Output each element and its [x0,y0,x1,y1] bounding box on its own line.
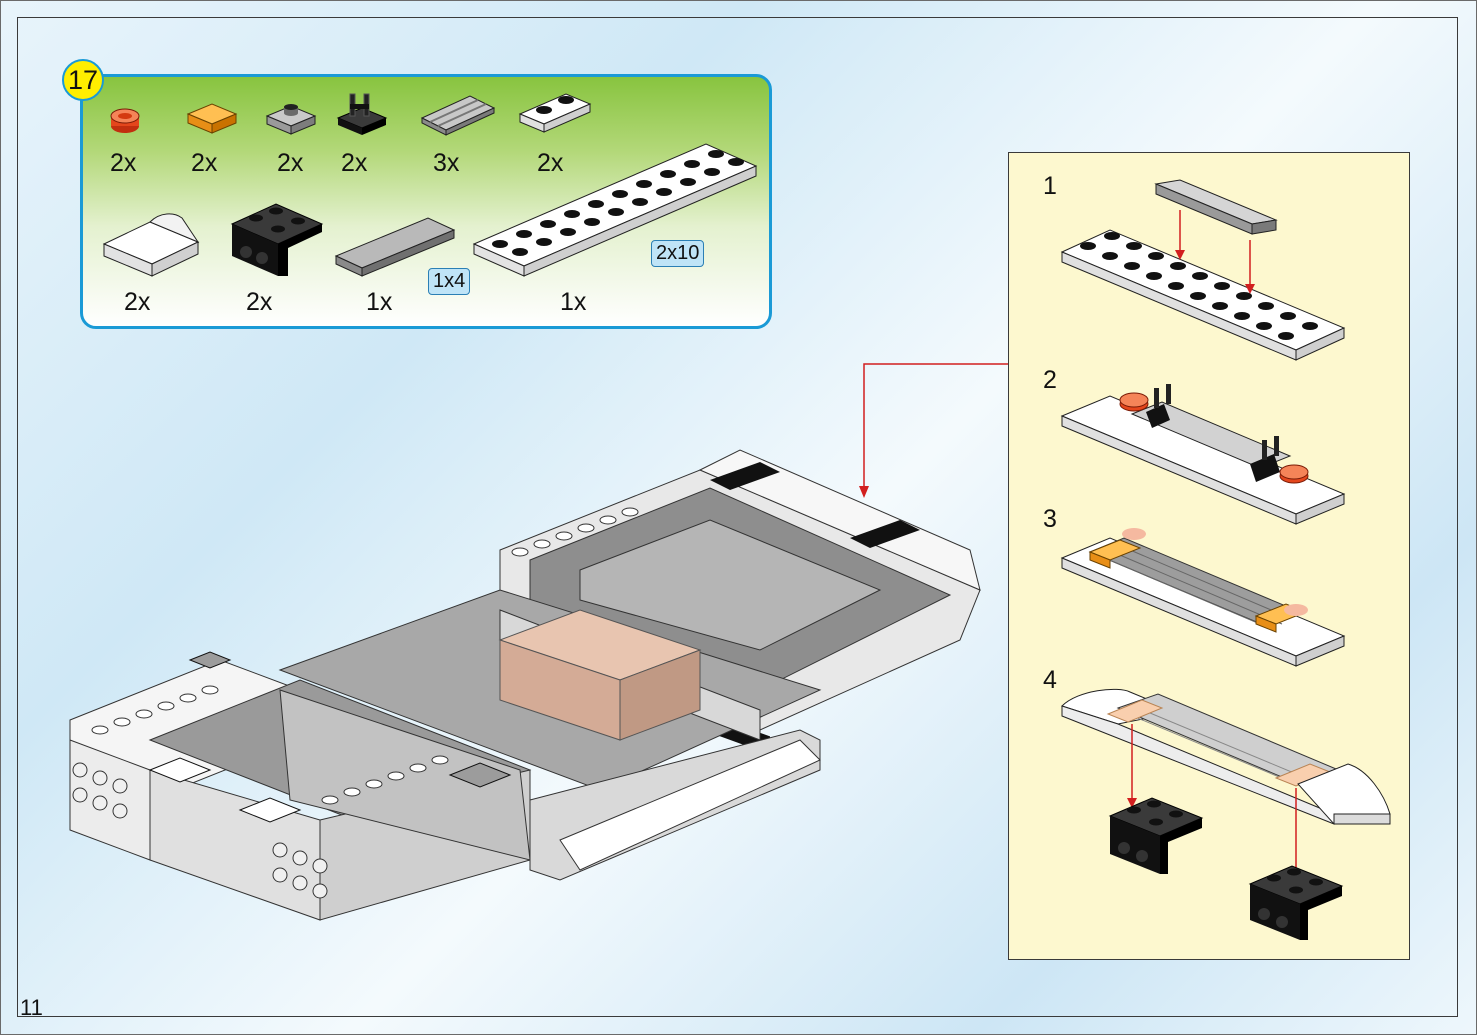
substep-2-illustration [1060,384,1346,525]
car-chassis-model [69,449,981,921]
bracket-black-icon [230,203,324,276]
page-number: 11 [20,995,43,1020]
qty-grille-tile: 3x [433,149,460,177]
size-label-1x4: 1x4 [428,268,471,295]
qty-round-tile: 2x [110,149,137,177]
tile-trans-orange-icon [186,103,238,134]
curved-slope-white-icon [102,213,200,277]
tile-1x4-gray-icon [334,217,456,277]
substep-3-number: 3 [1043,505,1057,533]
plate-1x2-white-icon [518,93,592,133]
substep-1-illustration [1060,179,1346,361]
page-frame [17,17,1458,1017]
qty-plate-1x2: 2x [537,149,564,177]
plate-2x10-white-icon [472,143,758,277]
substep-3-illustration [1060,528,1346,667]
size-label-2x10: 2x10 [651,240,705,267]
substep-4-illustration [1061,688,1391,940]
jumper-plate-gray-icon [265,104,317,135]
qty-curved-slope: 2x [124,288,151,316]
substep-2-number: 2 [1043,366,1057,394]
substep-4-number: 4 [1043,666,1057,694]
substep-1-number: 1 [1043,172,1057,200]
callout-arrow-line [859,363,1008,498]
qty-jumper-plate: 2x [277,149,304,177]
qty-tile-1x4: 1x [366,288,393,316]
round-tile-trans-red-icon [110,108,140,133]
qty-plate-2x10: 1x [560,288,587,316]
grille-tile-gray-icon [420,95,496,136]
step-number-badge: 17 [62,59,104,101]
qty-clip-plate: 2x [341,149,368,177]
qty-orange-tile: 2x [191,149,218,177]
qty-bracket: 2x [246,288,273,316]
clip-plate-black-icon [336,93,388,135]
